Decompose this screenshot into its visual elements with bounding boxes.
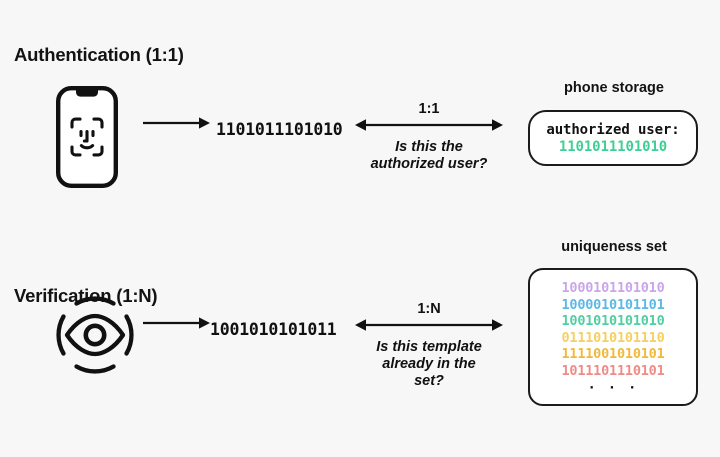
authentication-question-line-2: authorized user? xyxy=(370,156,488,172)
verification-question-line-2: already in the xyxy=(382,356,476,372)
uniqueness-set-entry: 0111010101110 xyxy=(561,329,665,346)
authorized-user-value: 1101011101010 xyxy=(558,138,668,155)
uniqueness-set-entry: 1000101101010 xyxy=(561,280,665,296)
uniqueness-set-entry: 1001010101010 xyxy=(561,313,665,329)
authentication-question-text: Is this the authorized user? xyxy=(347,139,511,173)
verification-template-binary: 1001010101011 xyxy=(210,320,337,339)
verification-capture-arrow-icon xyxy=(143,316,211,335)
faceid-phone-icon xyxy=(56,86,118,193)
verification-question-line-1: Is this template xyxy=(376,339,482,355)
uniqueness-set-caption: uniqueness set xyxy=(561,239,667,255)
phone-storage-box: authorized user: 1101011101010 xyxy=(528,110,698,166)
verification-question-line-3: set? xyxy=(414,373,444,389)
verification-ratio-label: 1:N xyxy=(417,301,441,317)
uniqueness-set-ellipsis: · · · xyxy=(587,380,639,396)
verification-question-text: Is this template already in the set? xyxy=(347,339,511,390)
iris-eye-scan-icon xyxy=(48,288,142,387)
authorized-user-label: authorized user: xyxy=(546,121,680,138)
authentication-ratio-label: 1:1 xyxy=(418,101,440,117)
uniqueness-set-entry: 1111001010101 xyxy=(561,346,665,362)
authentication-capture-arrow-icon xyxy=(143,116,211,135)
uniqueness-set-box: 1000101101010 1000010101101 100101010101… xyxy=(528,268,698,406)
authentication-question-line-1: Is this the xyxy=(395,139,463,155)
authentication-comparison-arrow-icon xyxy=(355,118,503,137)
authentication-section-title: Authentication (1:1) xyxy=(14,44,184,65)
uniqueness-set-entry: 1000010101101 xyxy=(561,296,665,313)
authentication-template-binary: 1101011101010 xyxy=(216,120,343,139)
uniqueness-set-entry: 1011101110101 xyxy=(561,362,665,379)
phone-storage-caption: phone storage xyxy=(564,80,664,96)
verification-comparison-arrow-icon xyxy=(355,318,503,337)
verification-section-title: Verification (1:N) xyxy=(14,285,158,306)
